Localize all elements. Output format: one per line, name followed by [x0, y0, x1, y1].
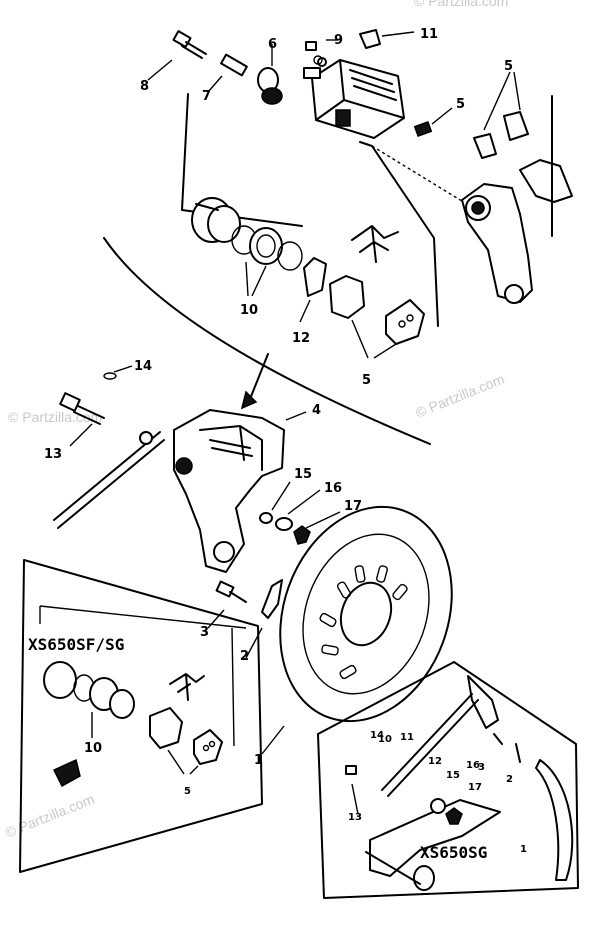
- right-caliper-group: [461, 71, 573, 304]
- part-label-5c: 5: [362, 373, 371, 388]
- inset-label-1: 1: [520, 844, 527, 855]
- arrow-icon: [240, 353, 269, 410]
- part-label-8: 8: [140, 79, 149, 94]
- piston-icon: [191, 197, 241, 243]
- model-label-left: XS650SF/SG: [28, 635, 124, 654]
- part-label-1: 1: [254, 753, 263, 768]
- part-label-5b: 5: [504, 59, 513, 74]
- inset-label-5: 5: [184, 786, 191, 797]
- watermark-top: © Partzilla.com: [414, 0, 508, 9]
- assembled-caliper-group: [53, 365, 341, 573]
- part-label-16: 16: [324, 481, 342, 496]
- pin-icon: [207, 53, 248, 93]
- inset-label-14: 14: [370, 730, 384, 741]
- screw-icon: [413, 107, 453, 138]
- boot-icon: [257, 44, 283, 105]
- inset-label-15: 15: [446, 770, 460, 781]
- part-label-14: 14: [134, 359, 152, 374]
- inset-label-10: 10: [378, 734, 392, 745]
- watermark-bottom: © Partzilla.com: [3, 791, 96, 841]
- clip-icon: [305, 39, 338, 65]
- inset-label-3: 3: [478, 762, 485, 773]
- watermark-right: © Partzilla.com: [413, 371, 506, 421]
- part-label-4: 4: [312, 403, 321, 418]
- brake-pad-icon: [329, 275, 425, 359]
- part-label-3: 3: [200, 625, 209, 640]
- part-label-group: 1 2 3 4 5 5 5 6 7 8 9 10 10 11 12 13 14 …: [44, 27, 527, 855]
- part-label-10-inset: 10: [84, 741, 102, 756]
- bleed-cap-icon: [359, 29, 415, 49]
- seal-ring-icon: [231, 225, 303, 297]
- inset-label-11: 11: [400, 732, 414, 743]
- brake-disc-icon: [207, 505, 453, 755]
- part-label-10: 10: [240, 303, 258, 318]
- part-label-9: 9: [334, 33, 343, 48]
- bolt-icon: [147, 30, 207, 81]
- part-label-7: 7: [202, 89, 211, 104]
- inset-label-17: 17: [468, 782, 482, 793]
- part-label-2: 2: [240, 649, 249, 664]
- upper-caliper-group: [103, 29, 471, 445]
- inset-label-13: 13: [348, 812, 362, 823]
- part-label-13: 13: [44, 447, 62, 462]
- inset-label-2: 2: [506, 774, 513, 785]
- inset-left: XS650SF/SG: [19, 559, 263, 873]
- part-label-6: 6: [268, 37, 277, 52]
- model-label-right: XS650SG: [420, 843, 487, 862]
- caliper-body-icon: [303, 57, 405, 139]
- part-label-15: 15: [294, 467, 312, 482]
- inset-label-16: 16: [466, 760, 480, 771]
- part-label-5a: 5: [456, 97, 465, 112]
- pad-spring-icon: [351, 225, 399, 263]
- part-label-11: 11: [420, 27, 438, 42]
- part-label-12: 12: [292, 331, 310, 346]
- part-label-17: 17: [344, 499, 362, 514]
- inset-right: XS650SG: [317, 661, 579, 899]
- shim-icon: [299, 257, 327, 323]
- inset-label-12: 12: [428, 756, 442, 767]
- watermark-left: © Partzilla.com: [8, 409, 102, 425]
